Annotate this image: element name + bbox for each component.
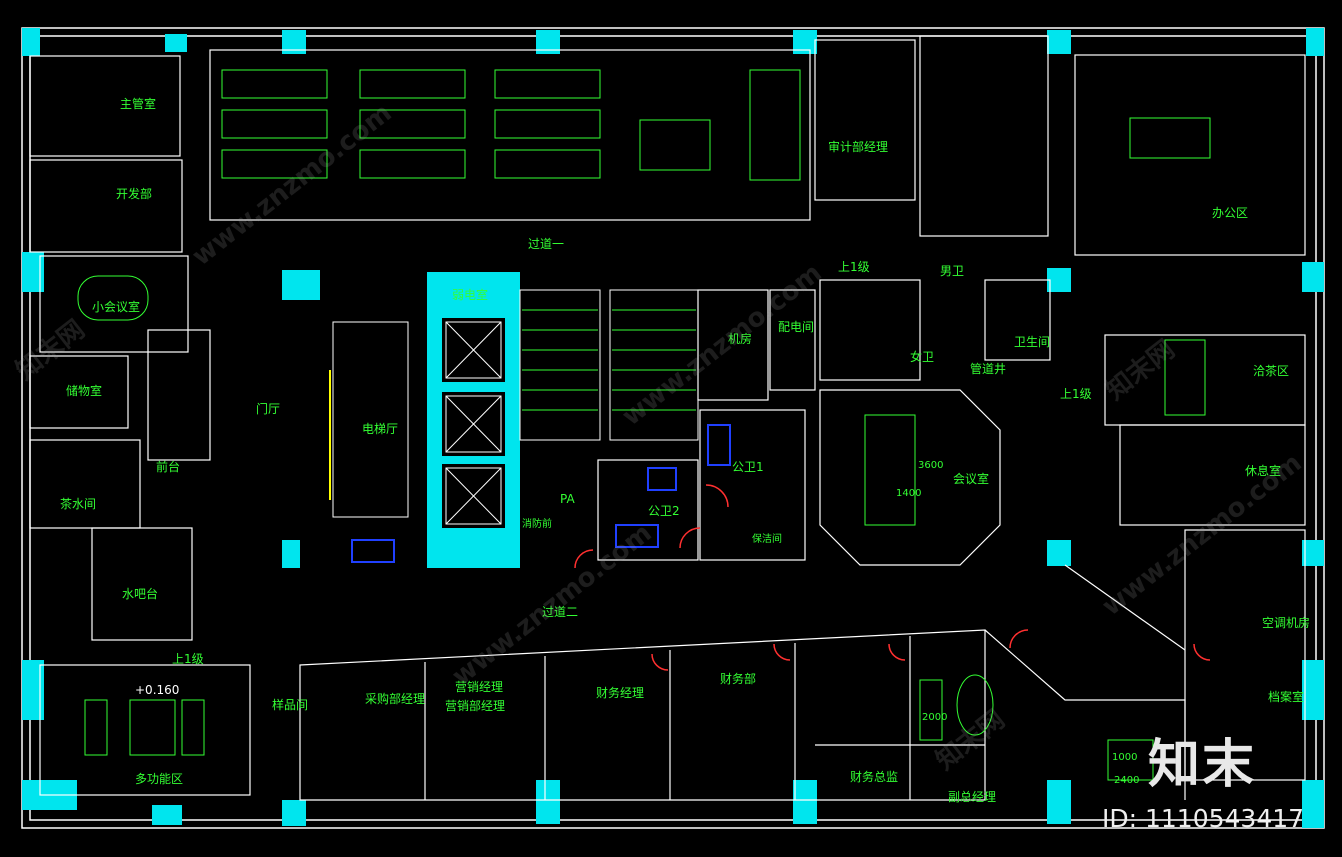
room-label-archive: 档案室 <box>1268 690 1305 704</box>
room-label-audit: 审计部经理 <box>828 140 889 154</box>
room-label-tea: 茶水间 <box>60 497 97 511</box>
room-label-samples: 样品间 <box>272 698 309 712</box>
room-label-pa: PA <box>560 492 575 506</box>
room-label-machine: 机房 <box>728 332 753 346</box>
fixtures <box>351 424 731 563</box>
room-label-director: 主管室 <box>120 97 157 111</box>
interior-walls <box>29 35 1306 801</box>
room-label-public-wc2: 公卫2 <box>648 504 680 518</box>
room-label-male-wc: 男卫 <box>940 264 965 278</box>
room-label-storage: 储物室 <box>66 384 103 398</box>
room-label-weak: 弱电室 <box>452 288 489 302</box>
dimension-1: 3600 <box>918 460 944 471</box>
room-label-office-area: 办公区 <box>1212 206 1249 220</box>
workstations <box>77 69 1211 781</box>
room-label-reception: 前台 <box>156 460 181 474</box>
dimension-4: 1000 <box>1112 752 1138 763</box>
level-mark-1: 上1级 <box>172 652 204 666</box>
room-label-finance-mgr: 财务经理 <box>596 686 645 700</box>
room-label-distribution: 配电间 <box>778 320 815 334</box>
doors <box>574 484 1211 671</box>
room-label-corridor2: 过道二 <box>542 605 579 619</box>
room-label-sales: 营销经理 <box>455 680 504 694</box>
dimension-3: 2000 <box>922 712 948 723</box>
level-mark-3: 上1级 <box>1060 387 1092 401</box>
room-label-sanitation: 保洁间 <box>752 534 782 545</box>
room-label-finance: 财务部 <box>720 672 757 686</box>
room-label-aircon: 空调机房 <box>1262 616 1311 630</box>
dimension-5: 2400 <box>1114 775 1140 786</box>
dimension-2: 1400 <box>896 488 922 499</box>
room-label-lobby: 门厅 <box>256 402 281 416</box>
level-mark-2: 上1级 <box>838 260 870 274</box>
room-label-elevator-hall: 电梯厅 <box>362 422 399 436</box>
room-label-finance-chief: 财务总监 <box>850 770 899 784</box>
room-label-meeting-small: 小会议室 <box>92 300 141 314</box>
room-label-rest: 休息室 <box>1245 464 1282 478</box>
room-label-public-wc1: 公卫1 <box>732 460 764 474</box>
room-label-wc: 卫生间 <box>1014 335 1051 349</box>
room-label-multi: 多功能区 <box>135 772 184 786</box>
room-label-purchase: 采购部经理 <box>365 692 426 706</box>
room-label-female-wc: 女卫 <box>910 350 935 364</box>
room-label-tea-area: 洽茶区 <box>1253 364 1290 378</box>
room-label-pipe: 管道井 <box>970 362 1007 376</box>
room-label-corridor1: 过道一 <box>528 237 565 251</box>
room-label-meeting-room: 会议室 <box>953 472 990 486</box>
elevator-core <box>282 270 699 568</box>
room-label-dev: 开发部 <box>116 187 153 201</box>
room-label-ops: 营销部经理 <box>445 699 506 713</box>
room-label-gm: 副总经理 <box>948 790 997 804</box>
room-label-water-bar: 水吧台 <box>122 587 159 601</box>
image-id: ID: 1110543417 <box>1102 804 1305 833</box>
elevation-mark: +0.160 <box>135 683 180 697</box>
room-label-fire: 消防前 <box>522 519 552 530</box>
logo-text: 知末 <box>1148 735 1257 795</box>
